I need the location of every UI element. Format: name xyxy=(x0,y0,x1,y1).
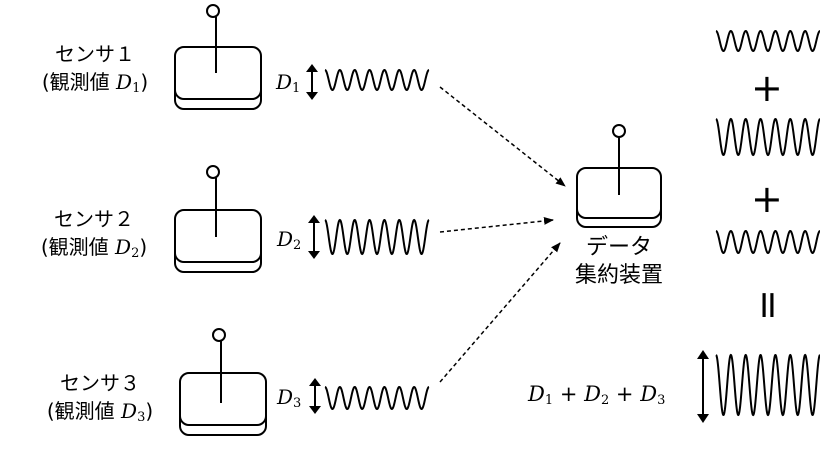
wave-right-2 xyxy=(715,117,820,157)
amplitude-label-2: D2 xyxy=(277,227,302,253)
wave-sensor-2 xyxy=(324,218,430,256)
dashed-arrow-2 xyxy=(439,216,554,233)
wave-right-1 xyxy=(715,29,820,53)
wave-sensor-3 xyxy=(324,385,430,411)
dashed-arrow-1 xyxy=(439,86,566,187)
sensor-1-observation: (観測値 D1) xyxy=(41,70,149,96)
sensor-device-2 xyxy=(174,165,262,273)
sensor-3-observation: (観測値 D3) xyxy=(46,399,154,425)
sensor-2-name: センサ２ xyxy=(54,207,134,231)
amplitude-label-1: D1 xyxy=(276,70,301,96)
amplitude-arrow-sum xyxy=(697,350,709,423)
sensor-3-label: センサ３ (観測値 D3) xyxy=(28,373,172,424)
wave-right-3 xyxy=(715,229,820,255)
sensor-2-label: センサ２ (観測値 D2) xyxy=(28,209,160,260)
amplitude-arrow-1 xyxy=(306,64,318,100)
wave-sum xyxy=(715,353,820,417)
plus-sign-1: + xyxy=(751,66,783,110)
sensor-1-label: センサ１ (観測値 D1) xyxy=(30,44,160,95)
sensor-3-name: センサ３ xyxy=(60,371,140,395)
collector-label-line2: 集約装置 xyxy=(574,263,663,288)
collector-device xyxy=(576,124,662,228)
plus-sign-2: + xyxy=(751,177,783,221)
sensor-device-1 xyxy=(174,4,262,110)
collector-label: データ 集約装置 xyxy=(555,237,683,287)
equals-sign: = xyxy=(746,289,791,321)
sensor-device-3 xyxy=(179,328,267,436)
collector-label-line1: データ xyxy=(585,235,652,260)
amplitude-arrow-2 xyxy=(308,215,320,259)
wave-sensor-1 xyxy=(324,68,430,92)
amplitude-arrow-3 xyxy=(309,378,321,414)
sensor-1-name: センサ１ xyxy=(55,42,135,66)
amplitude-label-3: D3 xyxy=(277,385,302,411)
sum-expression: D1 + D2 + D3 xyxy=(528,382,666,408)
dashed-arrow-3 xyxy=(439,242,561,383)
sensor-2-observation: (観測値 D2) xyxy=(40,235,148,261)
